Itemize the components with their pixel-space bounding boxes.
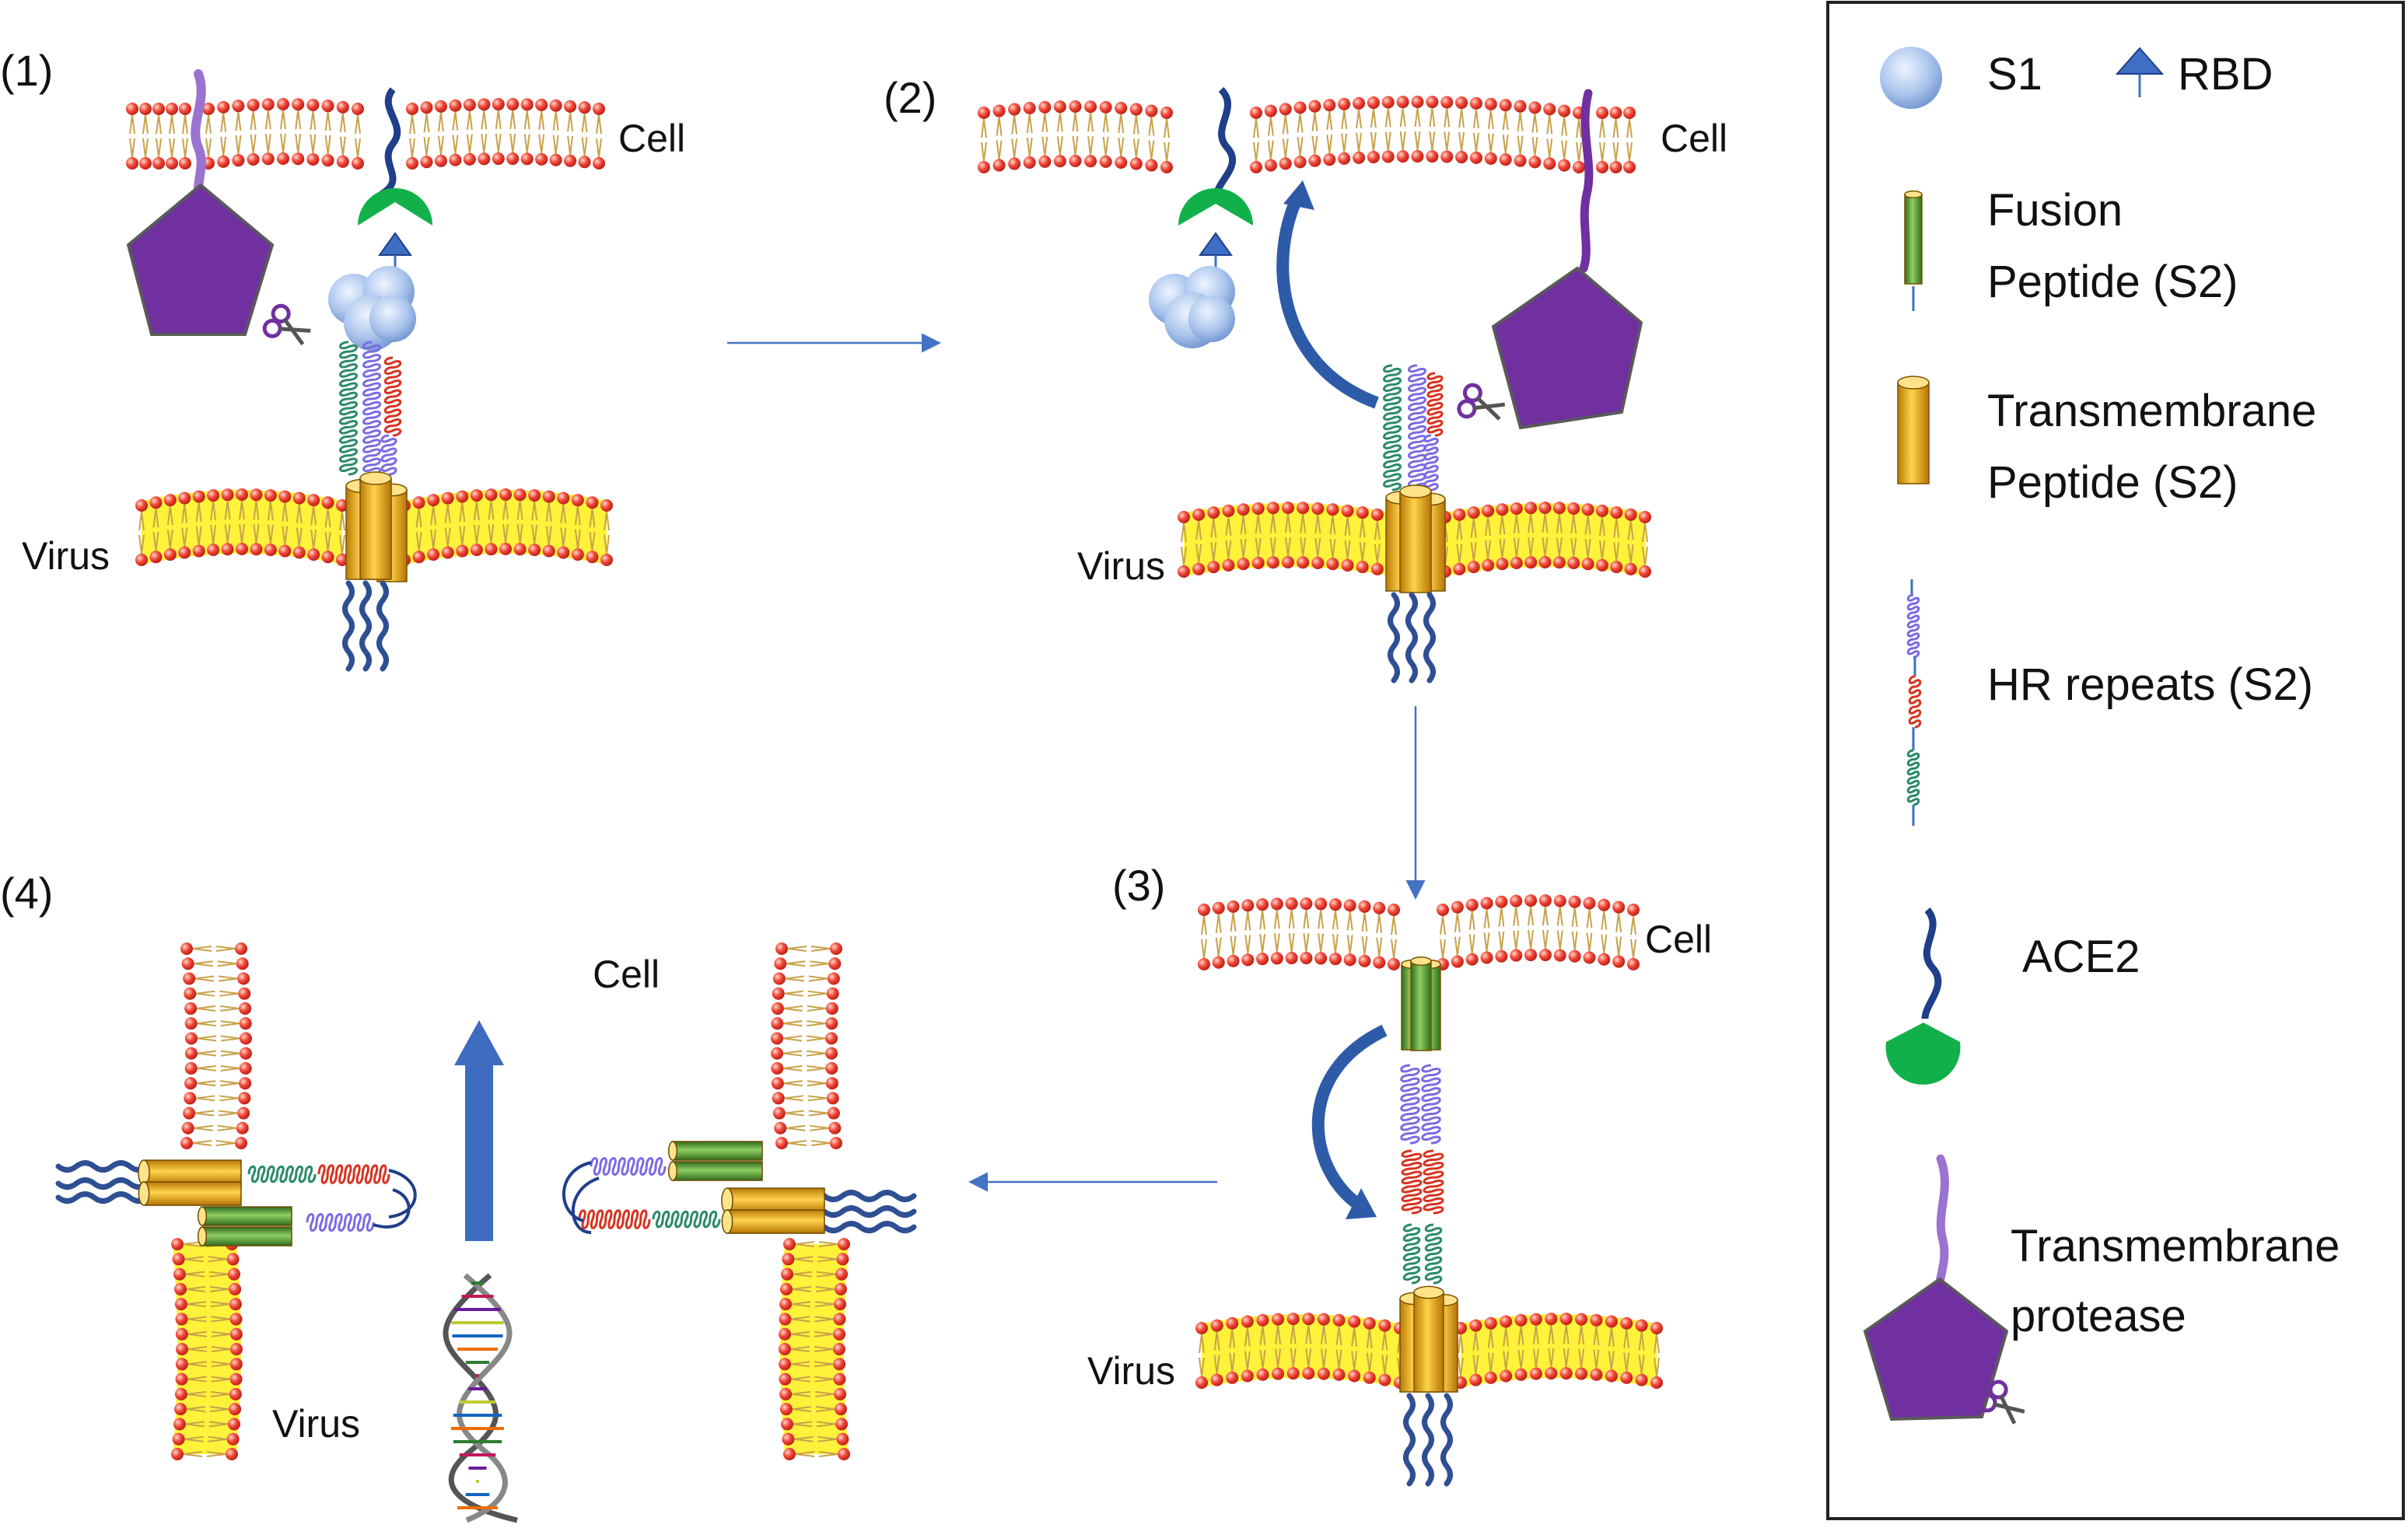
panel-4: (4) Cell Virus <box>0 869 917 1523</box>
panel-1: (1) Cell Virus <box>0 46 685 672</box>
viral-genome-icon <box>443 1273 518 1523</box>
legend-hr-repeats: HR repeats (S2) <box>1906 579 2313 826</box>
cytoplasmic-tails <box>1388 592 1436 684</box>
s1-subunit <box>328 266 416 351</box>
cell-label: Cell <box>618 117 685 160</box>
legend: S1 RBD Fusion Peptide (S2) Transmembrane… <box>1826 1 2405 1520</box>
hr-repeats-icon <box>1906 579 1922 826</box>
legend-transmembrane-protease-line1: Transmembrane <box>2011 1221 2340 1271</box>
legend-fusion-peptide-line1: Fusion <box>1987 185 2123 236</box>
legend-fusion-peptide-line2: Peptide (S2) <box>1987 257 2238 307</box>
legend-s1: S1 <box>1880 47 2042 109</box>
s1-subunit <box>1149 266 1235 348</box>
legend-s1-label: S1 <box>1987 49 2042 100</box>
legend-fusion-peptide: Fusion Peptide (S2) <box>1904 185 2238 311</box>
cell-membrane <box>1198 894 1640 970</box>
virus-label: Virus <box>1087 1349 1175 1393</box>
transmembrane-peptide-icon <box>1897 376 1930 484</box>
legend-hr-repeats-label: HR repeats (S2) <box>1987 659 2313 710</box>
legend-ace2: ACE2 <box>1885 907 2140 1085</box>
cell-membrane <box>978 96 1636 173</box>
fusion-curved-arrow <box>1311 1024 1388 1209</box>
virus-membrane <box>171 1238 850 1460</box>
legend-transmembrane-peptide: Transmembrane Peptide (S2) <box>1897 376 2316 508</box>
legend-transmembrane-peptide-line2: Peptide (S2) <box>1987 457 2238 508</box>
rbd-icon <box>1199 232 1233 256</box>
scissors-icon <box>1457 383 1506 421</box>
transmembrane-peptide <box>1385 484 1446 593</box>
transmembrane-protease <box>1457 89 1643 430</box>
fusion-peptide <box>1401 956 1441 1051</box>
ace2-receptor <box>358 87 432 276</box>
legend-transmembrane-peptide-line1: Transmembrane <box>1987 386 2316 436</box>
ace2-icon <box>1885 907 1961 1085</box>
direction-arrow-up <box>454 1020 504 1241</box>
cell-label: Cell <box>1645 918 1712 961</box>
panel-3: (3) Cell Virus <box>1087 861 1712 1487</box>
fusion-curved-arrow <box>1276 191 1379 409</box>
protease-icon <box>1863 1154 2025 1425</box>
virus-membrane <box>135 488 613 566</box>
legend-transmembrane-protease: Transmembrane protease <box>1863 1154 2340 1425</box>
cell-membrane <box>126 98 605 170</box>
transmembrane-peptide <box>345 471 408 582</box>
virus-label: Virus <box>22 534 110 578</box>
panel-2: (2) Cell Virus <box>884 73 1727 684</box>
s1-icon <box>1880 47 1942 109</box>
virus-membrane <box>1195 1313 1663 1389</box>
cell-membrane <box>180 942 842 1149</box>
hr-repeats <box>1383 364 1444 491</box>
fused-spike-right <box>562 1141 917 1234</box>
cell-label: Cell <box>593 953 660 996</box>
panel-3-number: (3) <box>1112 861 1165 910</box>
panel-1-number: (1) <box>0 46 53 95</box>
virus-label: Virus <box>1077 544 1165 588</box>
legend-box <box>1826 1 2405 1520</box>
cell-label: Cell <box>1661 117 1727 160</box>
transmembrane-protease <box>126 69 311 346</box>
fused-spike-left <box>55 1159 417 1247</box>
legend-rbd-label: RBD <box>2178 49 2273 100</box>
scissors-icon <box>1977 1379 2025 1425</box>
panel-2-number: (2) <box>884 73 936 122</box>
panel-4-number: (4) <box>0 869 53 918</box>
fusion-peptide-icon <box>1904 190 1923 311</box>
legend-rbd: RBD <box>2115 47 2273 100</box>
hr-repeats <box>339 341 402 476</box>
virus-label: Virus <box>272 1402 360 1446</box>
hr-repeats <box>1400 1064 1444 1285</box>
cytoplasmic-tails <box>342 580 389 672</box>
legend-transmembrane-protease-line2: protease <box>2011 1291 2186 1341</box>
ace2-receptor <box>1178 86 1253 272</box>
virus-membrane <box>1178 502 1651 578</box>
legend-ace2-label: ACE2 <box>2022 932 2140 982</box>
rbd-icon <box>378 232 412 256</box>
scissors-icon <box>262 303 311 346</box>
transmembrane-peptide <box>1399 1285 1458 1393</box>
cytoplasmic-tails <box>1403 1393 1453 1487</box>
